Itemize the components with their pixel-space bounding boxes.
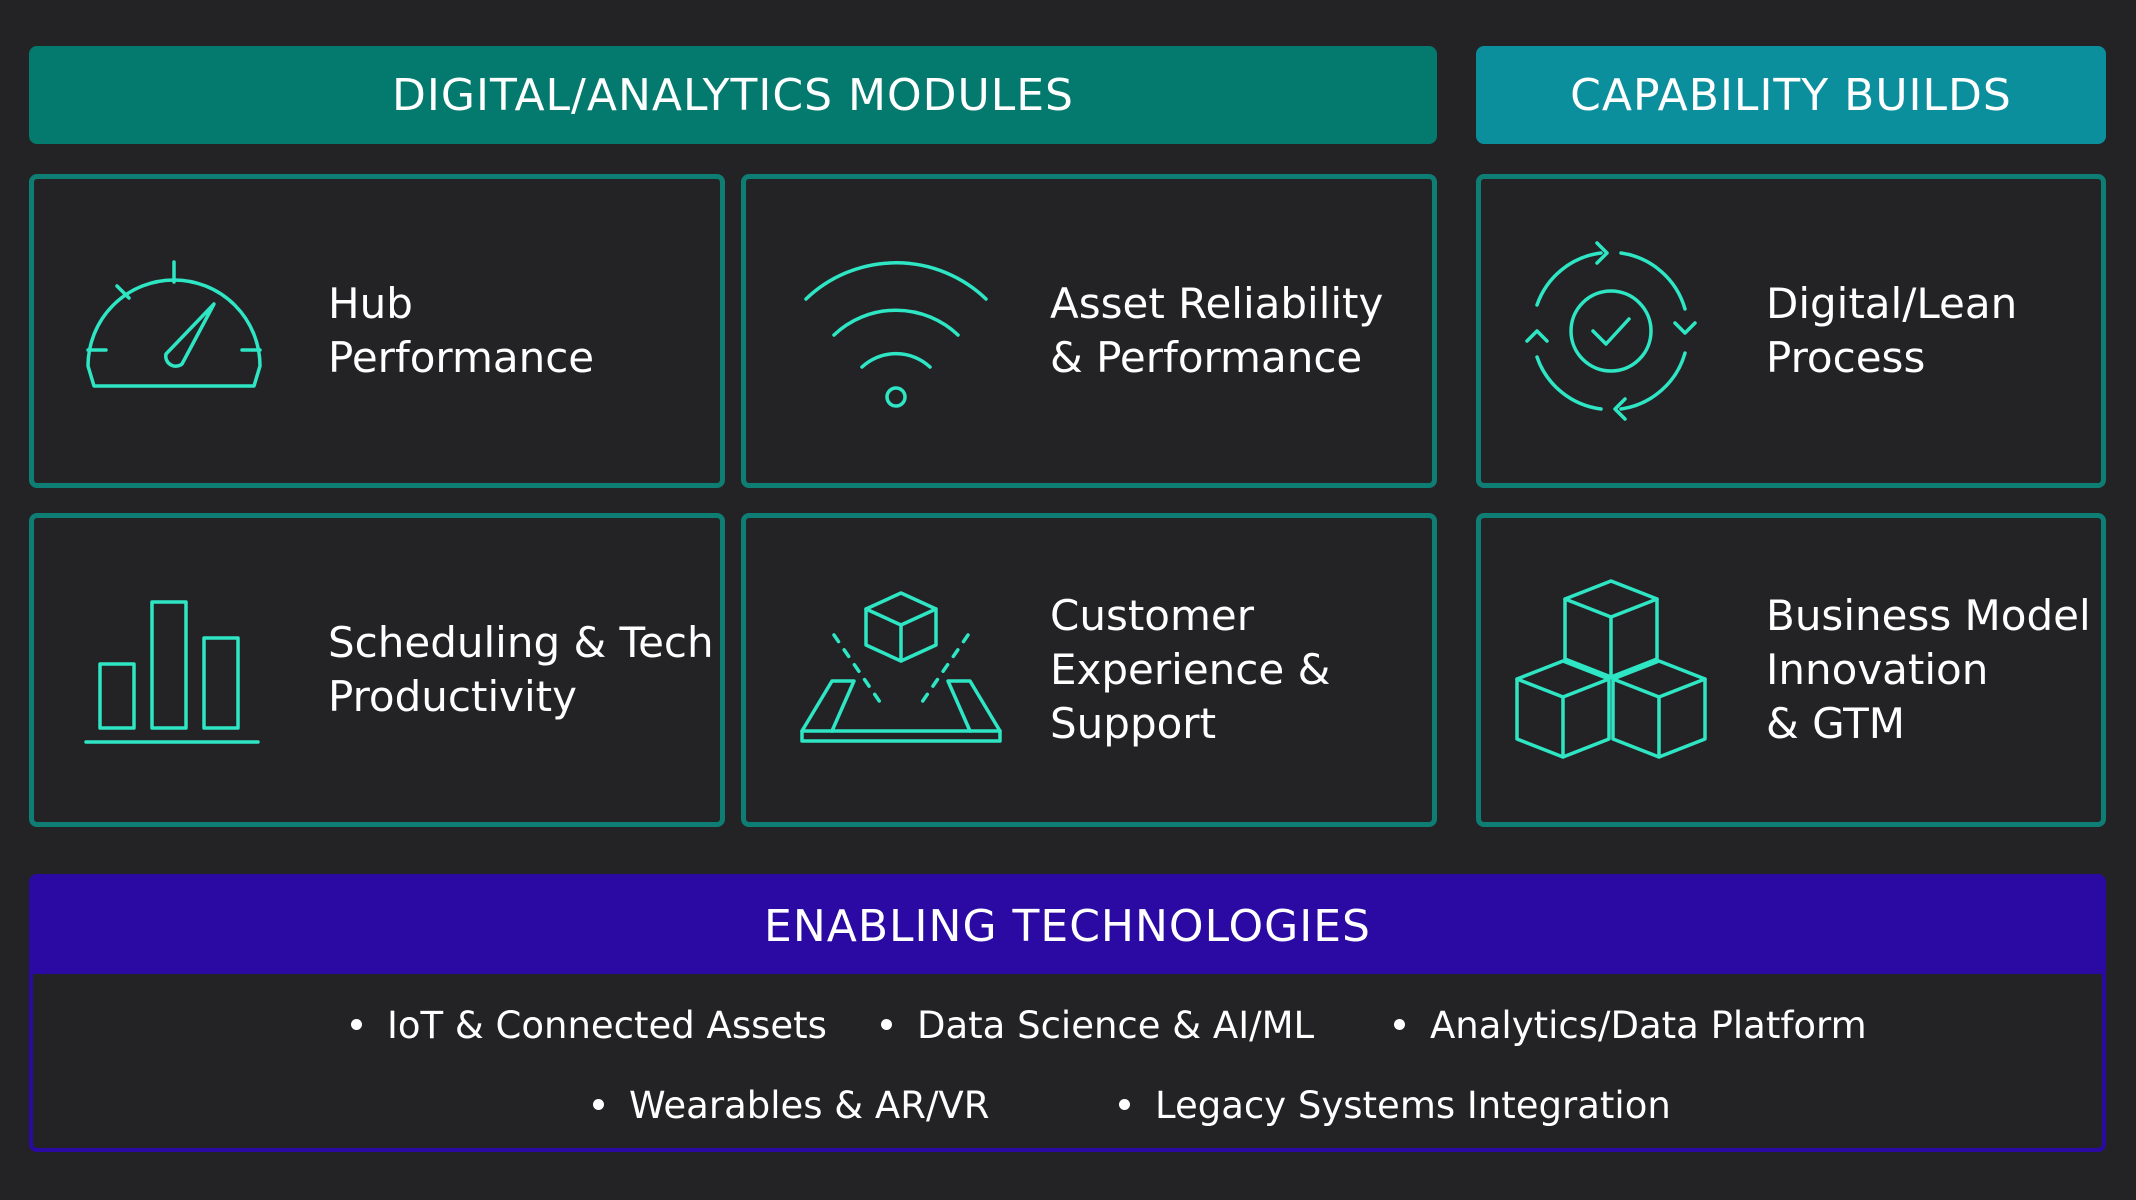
card-business-model-innovation[interactable]: Business Model Innovation & GTM xyxy=(1476,513,2106,827)
card-label: Hub Performance xyxy=(328,279,595,382)
enabling-technologies-panel: ENABLING TECHNOLOGIES IoT & Connected As… xyxy=(29,874,2106,1152)
card-hub-performance[interactable]: Hub Performance xyxy=(29,174,725,488)
digital-analytics-modules-header: DIGITAL/ANALYTICS MODULES xyxy=(29,46,1437,144)
enabling-technologies-header: ENABLING TECHNOLOGIES xyxy=(33,878,2102,974)
stacked-cubes-icon xyxy=(1511,518,1711,822)
wifi-signal-icon xyxy=(796,179,996,483)
hologram-cube-icon xyxy=(796,518,1006,822)
tech-item-data-science: Data Science & AI/ML xyxy=(881,1004,1314,1047)
tech-item-iot: IoT & Connected Assets xyxy=(351,1004,827,1047)
cycle-check-icon xyxy=(1511,179,1711,483)
card-label: Business Model Innovation & GTM xyxy=(1766,591,2091,748)
card-label: Digital/Lean Process xyxy=(1766,279,2018,382)
capability-builds-header: CAPABILITY BUILDS xyxy=(1476,46,2106,144)
card-customer-experience-support[interactable]: Customer Experience & Support xyxy=(741,513,1437,827)
speedometer-icon xyxy=(84,179,264,483)
tech-item-analytics: Analytics/Data Platform xyxy=(1394,1004,1867,1047)
card-label: Scheduling & Tech Productivity xyxy=(328,618,714,721)
tech-item-legacy: Legacy Systems Integration xyxy=(1119,1084,1671,1127)
card-scheduling-tech-productivity[interactable]: Scheduling & Tech Productivity xyxy=(29,513,725,827)
tech-item-wearables: Wearables & AR/VR xyxy=(593,1084,989,1127)
card-digital-lean-process[interactable]: Digital/Lean Process xyxy=(1476,174,2106,488)
card-label: Asset Reliability & Performance xyxy=(1050,279,1384,382)
card-label: Customer Experience & Support xyxy=(1050,591,1331,748)
card-asset-reliability[interactable]: Asset Reliability & Performance xyxy=(741,174,1437,488)
bar-chart-icon xyxy=(84,518,264,822)
